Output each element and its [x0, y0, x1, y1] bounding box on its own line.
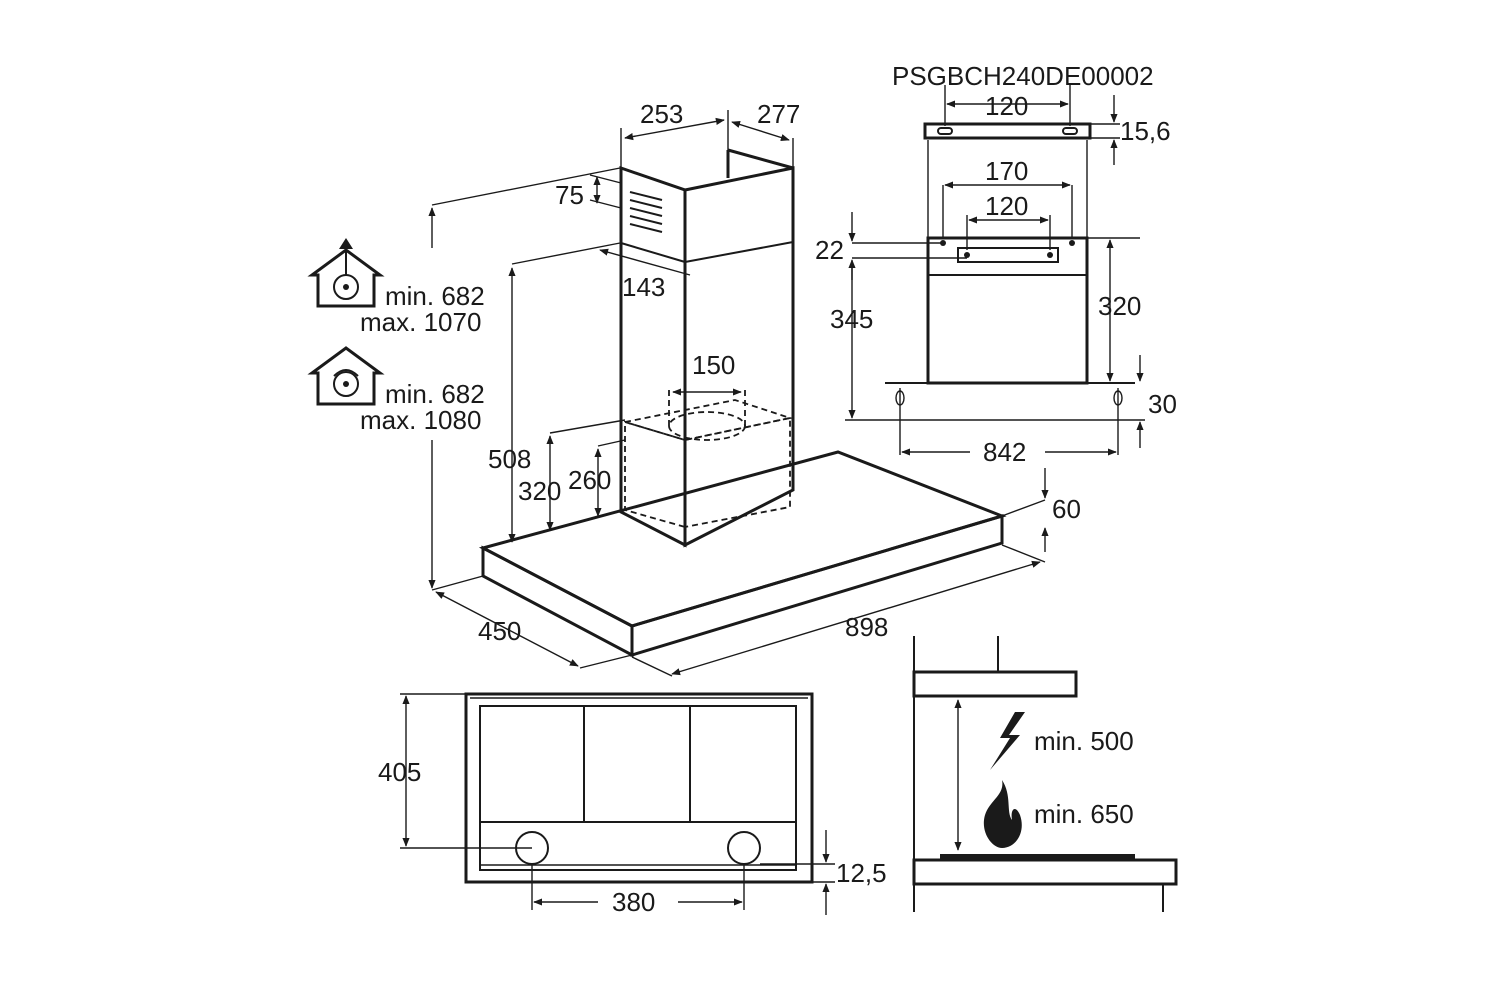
- dim-chimney-offset: 143: [511, 242, 691, 302]
- dim-label-380: 380: [612, 887, 655, 917]
- motor-box-hidden: [624, 390, 794, 529]
- top-slot-left: [937, 127, 953, 135]
- dim-chimney-width: 277: [731, 99, 800, 168]
- recirculation-mode-icon: [307, 346, 385, 406]
- dim-label-75: 75: [555, 180, 584, 210]
- dim-hood-depth: 450: [431, 575, 633, 669]
- electric-clearance: min. 500: [1034, 726, 1134, 756]
- lightning-icon: [990, 712, 1025, 770]
- dim-label-898: 898: [845, 612, 888, 642]
- hob-surface: [940, 854, 1135, 860]
- dim-label-60: 60: [1052, 494, 1081, 524]
- dim-label-150: 150: [692, 350, 735, 380]
- filter-frame: [479, 705, 797, 871]
- recirculation-max: max. 1080: [360, 405, 481, 435]
- dim-label-rail-320: 320: [1098, 291, 1141, 321]
- dim-box-heights: 320 260: [518, 419, 626, 531]
- main-isometric-view: 253 277 75 143 508: [428, 99, 1081, 677]
- flame-icon: [983, 780, 1022, 848]
- hob-side: [912, 858, 1178, 886]
- dim-label-143: 143: [622, 272, 665, 302]
- dim-label-top-120: 120: [985, 91, 1028, 121]
- dim-label-253: 253: [640, 99, 683, 129]
- dim-label-320: 320: [518, 476, 561, 506]
- bottom-view: 405 380 12,5: [378, 692, 887, 917]
- top-bracket: [923, 122, 1092, 140]
- dim-label-260: 260: [568, 465, 611, 495]
- dim-label-170: 170: [985, 156, 1028, 186]
- dim-label-22: 22: [815, 235, 844, 265]
- dim-outlet-diameter: 150: [672, 350, 742, 396]
- dim-label-508: 508: [488, 444, 531, 474]
- dim-label-12-5: 12,5: [836, 858, 887, 888]
- dim-label-345: 345: [830, 304, 873, 334]
- clearance-view: min. 500 min. 650: [912, 636, 1178, 912]
- light-right: [727, 831, 761, 865]
- chimney: [619, 148, 795, 548]
- dim-label-450: 450: [478, 616, 521, 646]
- mounting-plate: [926, 236, 1089, 385]
- bottom-screw-right: [1113, 388, 1123, 406]
- hood-side: [912, 670, 1078, 698]
- dim-hood-thickness: 60: [1001, 468, 1081, 552]
- extraction-mode-icon: [307, 238, 385, 308]
- extraction-min: min. 682: [385, 281, 485, 311]
- dim-label-15-6: 15,6: [1120, 116, 1171, 146]
- dim-label-inner-120: 120: [985, 191, 1028, 221]
- top-slot-right: [1062, 127, 1078, 135]
- dim-label-30: 30: [1148, 389, 1177, 419]
- dim-label-277: 277: [757, 99, 800, 129]
- bottom-screw-left: [895, 388, 905, 406]
- extraction-max: max. 1070: [360, 307, 481, 337]
- dim-chimney-depth: 253: [620, 99, 729, 168]
- recirculation-mode: min. 682 max. 1080: [307, 346, 485, 435]
- dim-label-842: 842: [983, 437, 1026, 467]
- extraction-mode: min. 682 max. 1070: [307, 238, 485, 337]
- height-extension-top: [431, 167, 621, 206]
- dim-label-405: 405: [378, 757, 421, 787]
- model-code: PSGBCH240DE00002: [892, 61, 1154, 91]
- vent-slots: [629, 191, 663, 233]
- dim-overall-height: 508: [488, 267, 531, 543]
- mounting-view: PSGBCH240DE00002 120 15,6 170 120: [815, 61, 1177, 467]
- dim-hood-width: 898: [631, 544, 1046, 677]
- hood-outline-bottom: [464, 692, 814, 884]
- gas-clearance: min. 650: [1034, 799, 1134, 829]
- recirculation-min: min. 682: [385, 379, 485, 409]
- dim-vent-height: 75: [555, 174, 622, 210]
